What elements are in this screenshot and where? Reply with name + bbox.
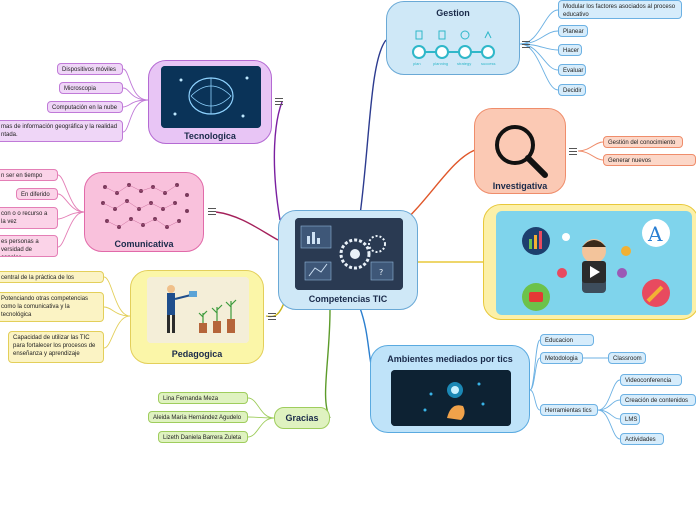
svg-text:A: A [647,222,663,246]
gestion-item[interactable]: Modular los factores asociados al proces… [558,0,682,19]
pedagogica-image [147,277,249,343]
growth-watering-icon [147,277,249,343]
ambientes-item[interactable]: Metodologia [540,352,583,364]
comunicativa-title: Comunicativa [114,239,174,249]
tecnologica-item[interactable]: Microscopia electrónica [59,82,123,94]
gracias-item[interactable]: Aleida María Hernández Agudelo [148,411,248,423]
metodologia-item[interactable]: Classroom [608,352,646,364]
tecnologica-item[interactable]: mas de información geográfica y la reali… [0,120,123,142]
step-label: strategy [457,61,472,66]
gracias-item[interactable]: Lina Fernanda Meza Vásquez [158,392,248,404]
step-label: plan [413,61,421,66]
ambientes-item[interactable]: Educacion virtual [540,334,594,346]
tecnologica-image [161,66,261,128]
svg-text:?: ? [379,268,383,277]
ambientes-node[interactable]: Ambientes mediados por tics [370,345,530,433]
step-label: success [481,61,496,66]
gestion-steps-image: plan planning strategy success [409,22,501,70]
pedagogica-node[interactable]: Pedagogica [130,270,264,364]
gestion-item[interactable]: Decidir [558,84,586,96]
tecnologica-menu-icon[interactable] [275,98,283,105]
gestion-title: Gestion [436,8,470,18]
pedagogica-title: Pedagogica [171,349,223,359]
herramientas-item[interactable]: LMS [620,413,640,425]
gracias-title: Gracias [285,413,319,423]
herramientas-item[interactable]: Creación de contenidos [620,394,696,406]
network-people-icon [101,183,189,229]
pedagogica-item[interactable]: Capacidad de utilizar las TIC para forta… [8,331,104,363]
step-label: planning [433,61,449,66]
investigativa-item[interactable]: Gestión del conocimiento [603,136,683,148]
digital-brain-icon [161,66,261,128]
gestion-node[interactable]: Gestion plan planning strategy success [386,1,520,75]
tecnologica-node[interactable]: Tecnologica [148,60,272,144]
comunicativa-image [95,179,195,235]
comunicativa-menu-icon[interactable] [208,208,216,215]
gears-icon: ? [295,218,403,290]
comunicativa-node[interactable]: Comunicativa [84,172,204,252]
investigativa-item[interactable]: Generar nuevos conocimientos [603,154,696,166]
gracias-item[interactable]: Lizeth Daniela Barrera Zuleta [158,431,248,443]
ambientes-title: Ambientes mediados por tics [387,354,513,364]
gestion-menu-icon[interactable] [522,41,530,48]
central-topic-title: Competencias TIC [308,294,388,304]
pedagogica-item[interactable]: central de la práctica de los docentes [0,271,104,283]
comunicativa-item[interactable]: En diferido [16,188,58,200]
herramientas-item[interactable]: Videoconferencia [620,374,682,386]
comunicativa-item[interactable]: con o o recurso a la vez [0,207,58,229]
tech-gears-image: ? [295,218,403,290]
lightbulb-hand-icon [391,370,511,426]
tecnologica-title: Tecnologica [184,131,236,141]
multimedia-icon: A [522,219,670,311]
pedagogica-item[interactable]: Potenciando otras competencias como la c… [0,292,104,322]
magnifier-icon [495,125,548,178]
tecnologica-item[interactable]: Computación en la nube [47,101,123,113]
gestion-item[interactable]: Hacer [558,44,582,56]
media-illustration: A [496,211,692,315]
media-node[interactable]: A [483,204,696,320]
gracias-node[interactable]: Gracias [274,407,330,429]
pedagogica-menu-icon[interactable] [268,313,276,320]
investigativa-node[interactable]: Investigativa [474,108,566,194]
comunicativa-item[interactable]: n ser en tiempo real [0,169,58,181]
investigativa-title: Investigativa [492,181,548,191]
gestion-item[interactable]: Evaluar [558,64,586,76]
ambientes-item[interactable]: Herramientas tics [540,404,598,416]
tecnologica-item[interactable]: Dispositivos móviles [57,63,123,75]
ambientes-image [391,370,511,426]
central-topic[interactable]: ? Competencias TIC [278,210,418,310]
gestion-item[interactable]: Planear [558,25,588,37]
investigativa-menu-icon[interactable] [569,148,577,155]
herramientas-item[interactable]: Actividades [620,433,664,445]
comunicativa-item[interactable]: es personas a versidad de canales [0,235,58,257]
process-steps-icon [412,30,495,59]
